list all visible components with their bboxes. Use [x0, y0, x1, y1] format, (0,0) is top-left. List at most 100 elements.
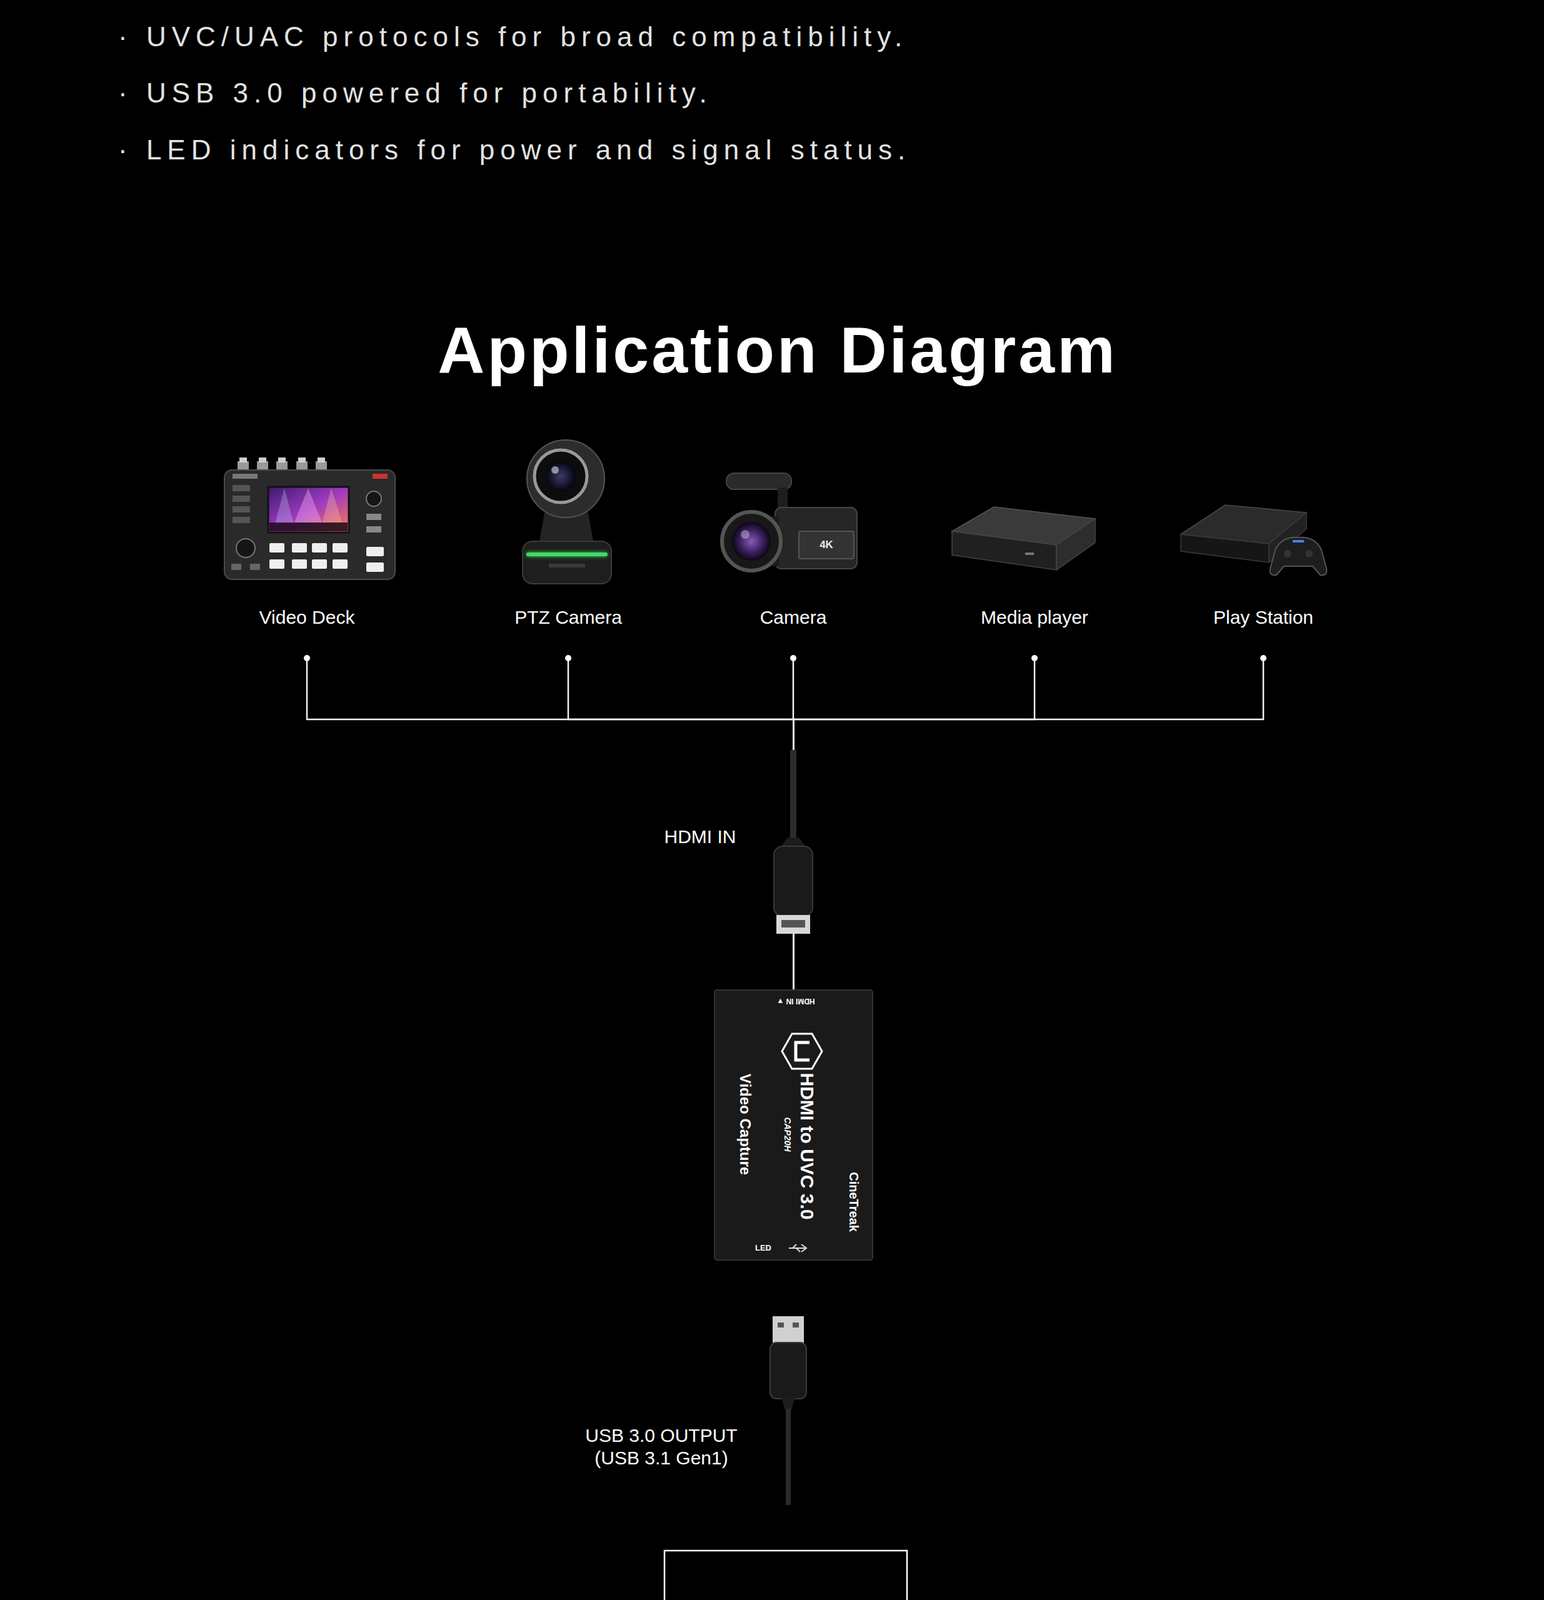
video-deck-illustration [366, 513, 382, 521]
video-deck-illustration [268, 486, 349, 533]
media-player-illustration [952, 531, 1057, 571]
capture-device: HDMI IN ▼ HDMI to UVC 3.0CAP20H Video Capt… [714, 990, 873, 1261]
computer-box-outline [664, 1550, 908, 1600]
usb-cable [770, 1342, 807, 1399]
video-deck-illustration [293, 488, 323, 524]
free-label: · USB 3.0 powered for portability. [118, 77, 713, 109]
playstation-illustration [1292, 540, 1304, 543]
video-deck-illustration [366, 491, 382, 507]
video-deck-illustration [366, 526, 382, 533]
free-label: · UVC/UAC protocols for broad compatibil… [118, 21, 908, 53]
node-label: Camera [743, 606, 844, 629]
video-deck-illustration [232, 473, 258, 479]
video-deck-illustration [278, 457, 286, 463]
video-deck-illustration [269, 522, 348, 532]
camcorder-illustration [775, 507, 858, 569]
playstation-illustration [1270, 537, 1328, 576]
device-node: Media player [962, 437, 1108, 659]
capture-device-body [788, 1244, 807, 1253]
text-holder: HDMI IN ▼ [776, 996, 815, 1006]
video-deck-illustration [332, 543, 348, 553]
video-deck-illustration [224, 470, 396, 580]
video-deck-illustration [366, 546, 384, 557]
media-player-illustration [1025, 552, 1034, 556]
hdmi-cable [790, 750, 797, 841]
device-node: Play Station [1194, 437, 1333, 659]
ptz-camera-illustration [534, 450, 587, 503]
text-holder: Media player [980, 606, 1089, 629]
camcorder-illustration [726, 473, 792, 490]
video-deck-illustration [332, 559, 348, 569]
label-holder: · UVC/UAC protocols for broad compatibil… [118, 21, 908, 53]
video-deck-illustration [232, 506, 251, 513]
text-holder: HDMI to UVC 3.0 [796, 1072, 819, 1220]
free-label: USB 3.0 OUTPUT (USB 3.1 Gen1) [567, 1424, 756, 1470]
capture-device-body [782, 1033, 823, 1069]
text-holder: LED [755, 1243, 772, 1254]
bus-connector [306, 658, 794, 991]
playstation-illustration [1180, 505, 1327, 576]
free-label: · LED indicators for power and signal st… [118, 134, 911, 166]
node-label: PTZ Camera [514, 606, 622, 629]
node-label: HDMI IN ▼ [776, 996, 815, 1006]
capture-device-body [795, 1042, 810, 1061]
video-deck-illustration [311, 559, 327, 569]
ptz-camera-illustration [526, 552, 608, 557]
node-label: CAP20H [782, 1117, 793, 1152]
video-deck-illustration [236, 538, 256, 558]
node-label: HDMI to UVC 3.0 [796, 1072, 819, 1220]
label-holder: USB 3.0 OUTPUT (USB 3.1 Gen1) [567, 1424, 756, 1470]
bus-connector [568, 658, 794, 991]
usb-cable [781, 1397, 796, 1411]
label-holder: · USB 3.0 powered for portability. [118, 77, 713, 109]
video-deck-illustration [317, 457, 326, 463]
media-player-illustration [1056, 518, 1096, 571]
playstation-illustration [1283, 550, 1292, 558]
label-holder: 4K [819, 538, 834, 552]
device-node: Video Deck [238, 437, 376, 659]
video-deck-illustration [366, 562, 384, 572]
node-label: Video Capture [736, 1073, 754, 1176]
camcorder-illustration [731, 521, 771, 561]
usb-cable [777, 1322, 784, 1328]
text-holder: Video Capture [736, 1073, 754, 1176]
video-deck-illustration [232, 516, 251, 524]
usb-cable [770, 1316, 807, 1506]
video-deck-illustration [232, 485, 251, 492]
playstation-illustration [1305, 550, 1313, 558]
hdmi-cable [773, 750, 813, 934]
usb-cable [792, 1322, 799, 1328]
hdmi-cable [781, 920, 806, 928]
video-deck-illustration [239, 457, 247, 463]
video-deck-illustration [372, 473, 388, 479]
camcorder-illustration [721, 473, 858, 571]
ptz-camera-illustration [551, 466, 559, 474]
label-holder: · LED indicators for power and signal st… [118, 134, 911, 166]
video-deck-illustration [224, 457, 396, 580]
camcorder-illustration [740, 530, 750, 539]
title-holder: Application Diagram [437, 313, 1118, 388]
node-label: LED [755, 1243, 772, 1254]
ptz-camera-illustration [522, 440, 612, 584]
video-deck-illustration [269, 559, 285, 569]
usb-cable [772, 1316, 804, 1344]
video-deck-illustration [311, 543, 327, 553]
capture-device-body [714, 990, 873, 1261]
free-label: 4K [819, 538, 834, 552]
ptz-camera-illustration [526, 440, 605, 518]
device-node: Camera [724, 437, 863, 659]
bus-connector [793, 658, 1264, 991]
capture-device-body [714, 990, 873, 1261]
video-deck-illustration [231, 563, 242, 571]
playstation-illustration [1180, 534, 1269, 563]
usb-cable [785, 1408, 791, 1506]
text-holder: Play Station [1213, 606, 1314, 629]
media-player-illustration [952, 506, 1096, 571]
ptz-camera-illustration [548, 563, 586, 568]
hdmi-cable [776, 915, 811, 934]
text-holder: CAP20H [782, 1117, 793, 1152]
video-deck-illustration [275, 488, 294, 524]
text-holder: Video Deck [256, 606, 357, 629]
